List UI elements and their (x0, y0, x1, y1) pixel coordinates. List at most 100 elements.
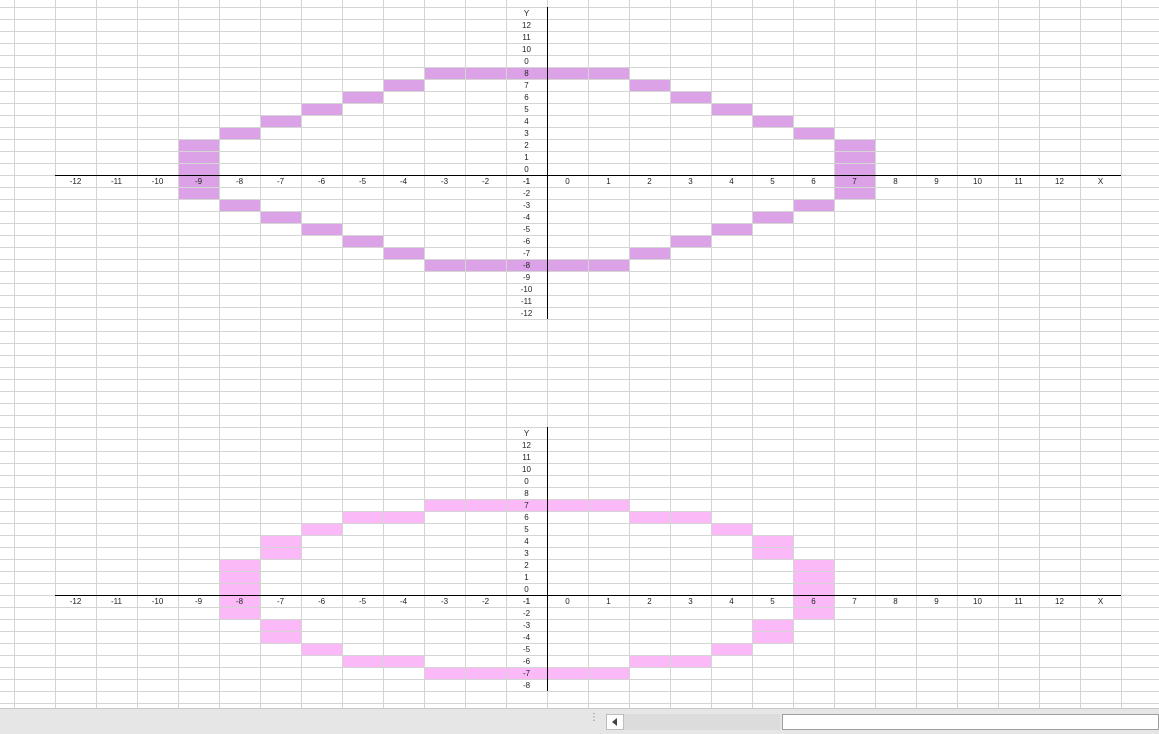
filled-cell (671, 91, 712, 103)
x-tick-label: -12 (69, 597, 82, 606)
y-tick-label: 11 (522, 453, 531, 462)
filled-cell (712, 103, 753, 115)
x-tick-label: 1 (606, 177, 611, 186)
x-tick-label: 3 (688, 177, 693, 186)
filled-cell (343, 235, 384, 247)
y-tick-label: -3 (522, 621, 531, 630)
filled-cell (630, 655, 671, 667)
split-grip-icon[interactable]: ⋮ (589, 712, 599, 723)
y-tick-label: -11 (521, 297, 532, 306)
filled-cell (384, 511, 425, 523)
filled-cell (261, 631, 302, 643)
y-tick-label: -6 (522, 657, 531, 666)
y-tick-label: -4 (522, 213, 531, 222)
x-tick-label: 5 (770, 597, 775, 606)
y-tick-label: 4 (524, 117, 529, 126)
x-tick-label: -4 (399, 177, 408, 186)
y-tick-label: 7 (524, 501, 529, 510)
y-tick-label: -8 (522, 681, 531, 690)
y-tick-label: 2 (524, 141, 529, 150)
filled-cell (425, 259, 466, 271)
y-tick-label: 0 (524, 57, 529, 66)
y-tick-label: -1 (522, 177, 531, 186)
y-tick-label: 0 (524, 477, 529, 486)
x-tick-label: -1 (522, 597, 531, 606)
filled-cell (835, 163, 876, 175)
x-tick-label: 12 (1055, 597, 1064, 606)
x-axis-title: X (1097, 177, 1104, 186)
filled-cell (753, 115, 794, 127)
y-tick-label: 12 (522, 441, 531, 450)
grid-canvas (0, 0, 1159, 708)
y-tick-label: -4 (522, 633, 531, 642)
filled-cell (220, 595, 261, 607)
y-tick-label: 0 (524, 585, 529, 594)
horizontal-scroll-track[interactable] (624, 714, 780, 730)
filled-cell (630, 247, 671, 259)
x-tick-label: -11 (111, 177, 122, 186)
scroll-left-button[interactable] (606, 714, 624, 730)
x-tick-label: 2 (647, 597, 652, 606)
y-tick-label: -7 (522, 669, 531, 678)
y-tick-label: 5 (524, 105, 529, 114)
filled-cell (548, 667, 589, 679)
filled-cell (466, 667, 507, 679)
filled-cell (384, 79, 425, 91)
y-tick-label: 3 (524, 549, 529, 558)
filled-cell (753, 619, 794, 631)
filled-cell (630, 511, 671, 523)
x-tick-label: -6 (317, 597, 326, 606)
filled-cell (548, 67, 589, 79)
x-tick-label: -5 (358, 597, 367, 606)
filled-cell (671, 655, 712, 667)
filled-cell (343, 511, 384, 523)
filled-cell (794, 607, 835, 619)
filled-cell (220, 127, 261, 139)
y-tick-label: -6 (522, 237, 531, 246)
x-tick-label: -7 (276, 177, 285, 186)
x-tick-label: -5 (358, 177, 367, 186)
filled-cell (589, 67, 630, 79)
horizontal-scroll-thumb[interactable] (782, 714, 1159, 730)
y-tick-label: -8 (522, 261, 531, 270)
filled-cell (589, 667, 630, 679)
filled-cell (343, 91, 384, 103)
y-tick-label: 11 (522, 33, 531, 42)
y-tick-label: 8 (524, 69, 529, 78)
x-tick-label: 7 (852, 177, 857, 186)
x-tick-label: -1 (522, 177, 531, 186)
x-tick-label: 11 (1014, 597, 1023, 606)
filled-cell (589, 499, 630, 511)
filled-cell (671, 511, 712, 523)
y-tick-label: -2 (522, 189, 531, 198)
x-tick-label: 8 (893, 597, 898, 606)
x-tick-label: 0 (565, 597, 570, 606)
filled-cell (507, 259, 548, 271)
filled-cell (548, 259, 589, 271)
x-tick-label: -2 (481, 177, 490, 186)
x-tick-label: 1 (606, 597, 611, 606)
y-tick-label: 6 (524, 513, 529, 522)
x-tick-label: -12 (69, 177, 82, 186)
x-tick-label: -3 (440, 177, 449, 186)
filled-cell (343, 655, 384, 667)
y-tick-label: 7 (524, 81, 529, 90)
filled-cell (302, 643, 343, 655)
filled-cell (794, 199, 835, 211)
x-tick-label: 6 (811, 177, 816, 186)
filled-cell (261, 547, 302, 559)
filled-cell (179, 175, 220, 187)
filled-cell (384, 655, 425, 667)
y-tick-label: -5 (522, 645, 531, 654)
x-tick-label: 0 (565, 177, 570, 186)
filled-cell (794, 583, 835, 595)
y-tick-label: -10 (520, 285, 533, 294)
y-tick-label: 4 (524, 537, 529, 546)
y-tick-label: 1 (524, 573, 529, 582)
x-tick-label: -9 (194, 597, 203, 606)
x-tick-label: 9 (934, 597, 939, 606)
x-axis-title: X (1097, 597, 1104, 606)
filled-cell (302, 523, 343, 535)
filled-cell (753, 535, 794, 547)
